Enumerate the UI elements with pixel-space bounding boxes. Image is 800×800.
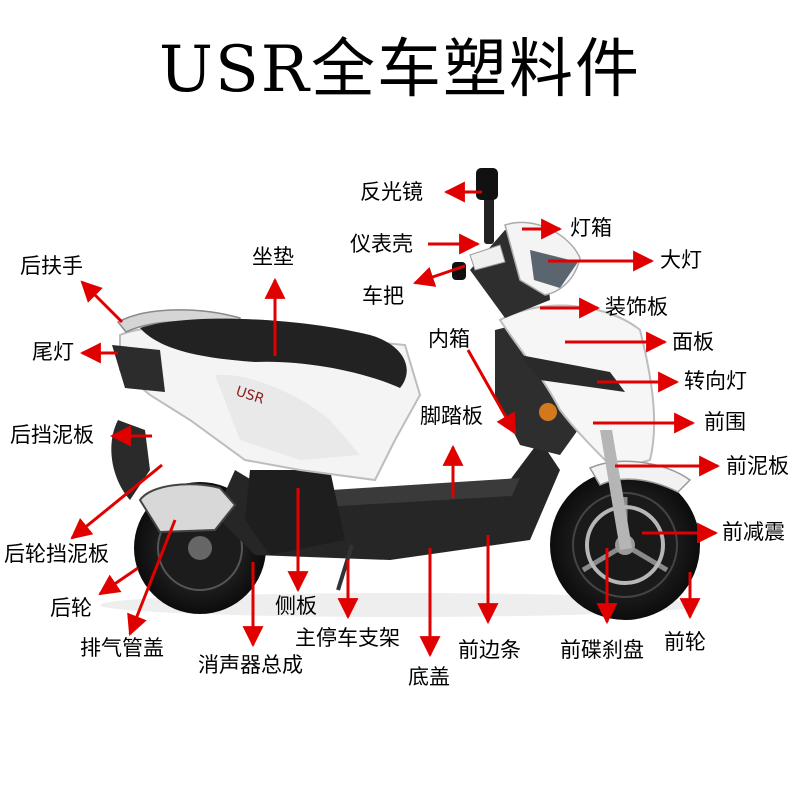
label-handlebar: 车把 bbox=[362, 284, 404, 308]
label-mirror: 反光镜 bbox=[360, 180, 423, 204]
label-tail-light: 尾灯 bbox=[32, 340, 74, 364]
label-exhaust-cover: 排气管盖 bbox=[80, 636, 164, 660]
label-front-fender: 前泥板 bbox=[726, 454, 789, 478]
seat-shape bbox=[140, 318, 407, 388]
label-headlight: 大灯 bbox=[660, 248, 702, 272]
instrument-cover-shape bbox=[469, 244, 506, 271]
label-side-panel: 侧板 bbox=[275, 594, 317, 618]
label-front-cover: 前围 bbox=[704, 410, 746, 434]
arrow-rear-wheel bbox=[98, 566, 139, 596]
label-face-panel: 面板 bbox=[672, 330, 714, 354]
label-bottom-cover: 底盖 bbox=[408, 665, 450, 689]
label-rear-mudguard: 后挡泥板 bbox=[10, 423, 94, 447]
arrow-exhaust-cover bbox=[127, 519, 177, 636]
main-stand-shape bbox=[336, 544, 354, 591]
label-turn-signal: 转向灯 bbox=[684, 369, 747, 393]
label-decor-plate: 装饰板 bbox=[605, 295, 668, 319]
rear-mudguard-shape bbox=[111, 420, 150, 500]
label-main-stand: 主停车支架 bbox=[295, 626, 400, 650]
label-rear-grab-handle: 后扶手 bbox=[20, 254, 83, 278]
mirror-head-shape bbox=[476, 168, 498, 200]
label-instrument-cover: 仪表壳 bbox=[350, 232, 413, 256]
label-footboard: 脚踏板 bbox=[420, 404, 483, 428]
arrow-rear-grab bbox=[80, 280, 124, 324]
label-seat: 坐垫 bbox=[252, 245, 294, 269]
exhaust-cover-shape bbox=[138, 483, 237, 534]
callout-arrows bbox=[70, 181, 721, 658]
ground-shadow bbox=[100, 593, 700, 617]
label-front-edge-strip: 前边条 bbox=[458, 638, 521, 662]
label-front-disc: 前碟刹盘 bbox=[560, 638, 644, 662]
arrow-rear-wheel-fender bbox=[70, 463, 163, 540]
front-fork-shape bbox=[600, 430, 632, 550]
tail-light-shape bbox=[112, 345, 165, 392]
page-title: USR全车塑料件 bbox=[159, 33, 641, 107]
label-rear-wheel: 后轮 bbox=[50, 596, 92, 620]
label-light-box: 灯箱 bbox=[570, 216, 612, 240]
turn-signal-shape bbox=[539, 403, 557, 421]
label-front-wheel: 前轮 bbox=[664, 630, 706, 654]
label-muffler: 消声器总成 bbox=[198, 653, 303, 677]
engine-shape bbox=[245, 470, 345, 555]
label-front-shock: 前减震 bbox=[722, 520, 785, 544]
arrow-inner-box bbox=[466, 349, 517, 435]
side-panel-shape bbox=[215, 374, 360, 460]
arrow-handlebar bbox=[413, 264, 466, 287]
label-inner-box: 内箱 bbox=[428, 327, 470, 351]
label-rear-wheel-fender: 后轮挡泥板 bbox=[4, 542, 109, 566]
floorboard-shape bbox=[300, 478, 520, 508]
